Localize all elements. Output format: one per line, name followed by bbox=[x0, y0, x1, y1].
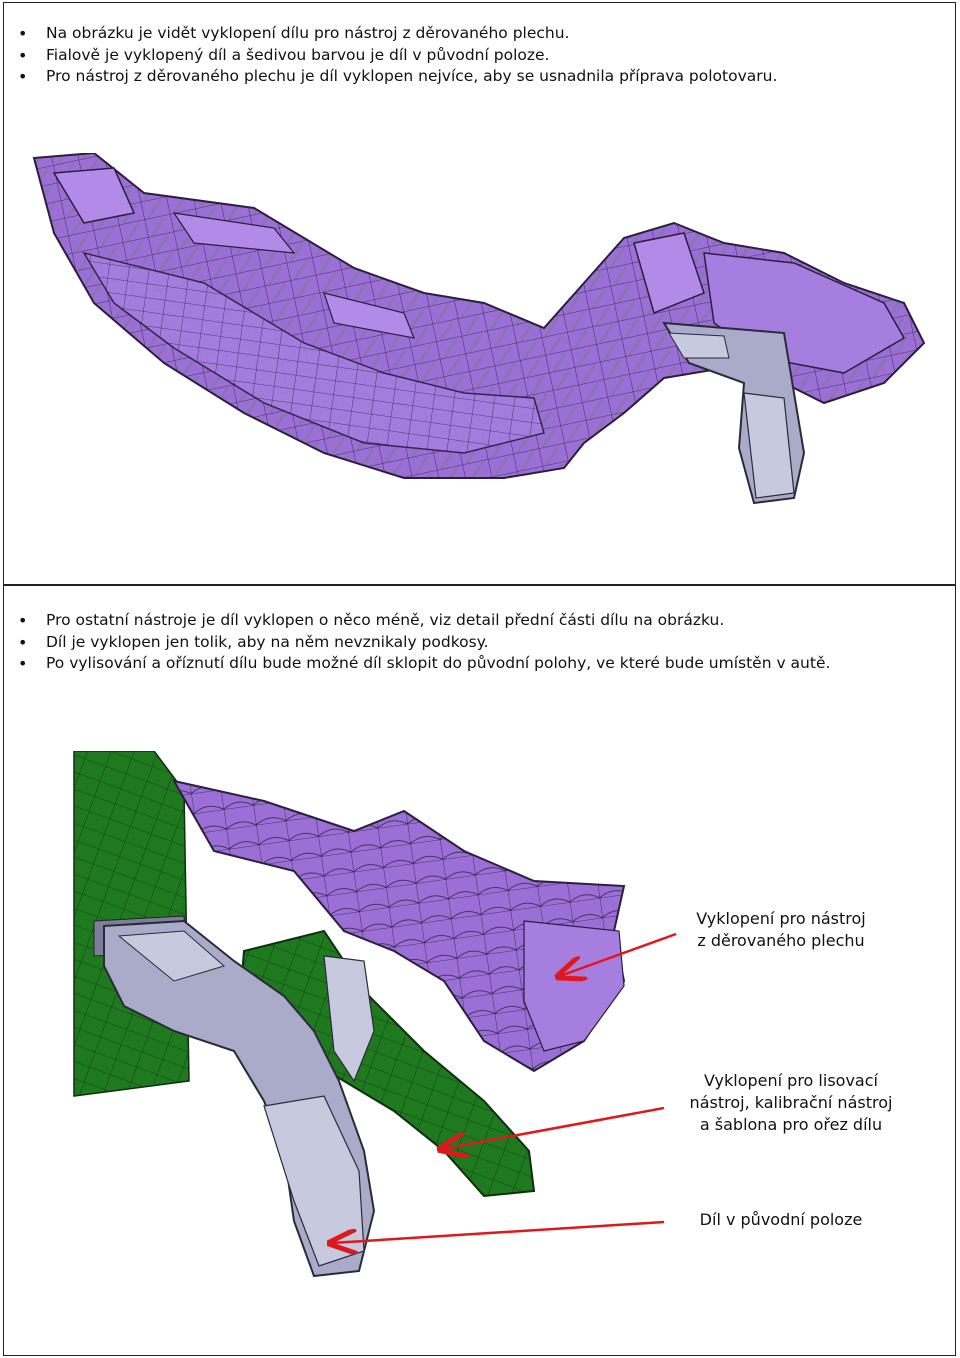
callout-press: Vyklopení pro lisovací nástroj, kalibrač… bbox=[676, 1070, 906, 1136]
bullet-item: Díl je vyklopen jen tolik, aby na něm ne… bbox=[18, 632, 830, 654]
bullet-item: Po vylisování a oříznutí dílu bude možné… bbox=[18, 653, 830, 675]
bullet-item: Pro ostatní nástroje je díl vyklopen o n… bbox=[18, 610, 830, 632]
callout-perforated: Vyklopení pro nástroj z děrovaného plech… bbox=[676, 908, 886, 952]
callout-original: Díl v původní poloze bbox=[676, 1209, 886, 1231]
top-panel: Na obrázku je vidět vyklopení dílu pro n… bbox=[3, 2, 956, 585]
callout-line: z děrovaného plechu bbox=[697, 931, 865, 950]
bullet-item: Na obrázku je vidět vyklopení dílu pro n… bbox=[18, 23, 777, 45]
bullet-item: Fialově je vyklopený díl a šedivou barvo… bbox=[18, 45, 777, 67]
front-detail-render bbox=[73, 751, 626, 1278]
callout-line: Díl v původní poloze bbox=[699, 1210, 863, 1229]
callout-line: Vyklopení pro lisovací bbox=[704, 1071, 878, 1090]
top-bullet-list: Na obrázku je vidět vyklopení dílu pro n… bbox=[18, 23, 777, 88]
callout-line: a šablona pro ořez dílu bbox=[699, 1115, 883, 1134]
bottom-bullet-list: Pro ostatní nástroje je díl vyklopen o n… bbox=[18, 610, 830, 675]
callout-line: Vyklopení pro nástroj bbox=[696, 909, 866, 928]
bullet-item: Pro nástroj z děrovaného plechu je díl v… bbox=[18, 66, 777, 88]
bottom-panel: Pro ostatní nástroje je díl vyklopen o n… bbox=[3, 585, 956, 1356]
tilted-part-render bbox=[32, 153, 926, 505]
callout-line: nástroj, kalibrační nástroj bbox=[689, 1093, 893, 1112]
